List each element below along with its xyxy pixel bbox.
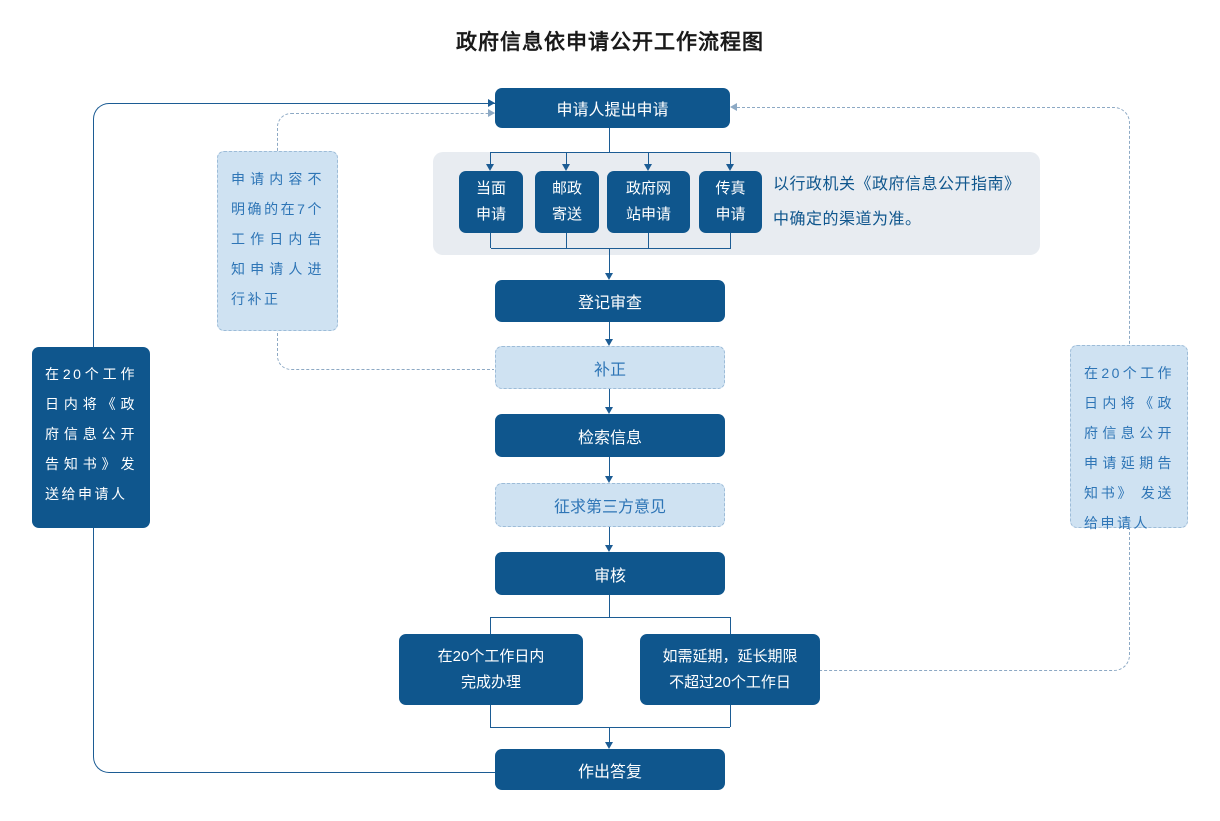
arrowhead-register xyxy=(605,273,613,280)
connector-register-supplement xyxy=(609,322,610,340)
connector-to-channel-4 xyxy=(730,152,731,165)
node-apply: 申请人提出申请 xyxy=(495,88,730,128)
note-supplement-notice: 申请内容不明确的在7个工作日内告知申请人进行补正 xyxy=(217,151,338,331)
connector-channels-branch xyxy=(491,152,731,153)
channel-note-line1: 以行政机关《政府信息公开指南》 xyxy=(773,176,1021,193)
connector-channel-2-down xyxy=(566,233,567,248)
connector-to-reply xyxy=(609,727,610,742)
connector-deadline-down xyxy=(490,705,491,727)
channel-inperson-line1: 当面 xyxy=(475,180,506,197)
node-supplement: 补正 xyxy=(495,346,725,389)
connector-review-branch xyxy=(490,617,730,618)
connector-channel-3-down xyxy=(648,233,649,248)
arrowhead-supplement xyxy=(605,339,613,346)
node-channel-inperson: 当面 申请 xyxy=(459,171,523,233)
connector-to-channel-2 xyxy=(566,152,567,165)
node-supplement-label: 补正 xyxy=(593,361,626,379)
connector-channel-4-down xyxy=(730,233,731,248)
node-deadline-line1: 在20个工作日内 xyxy=(437,647,545,665)
arrowhead-dashed-into-apply xyxy=(488,109,495,117)
connector-apply-down xyxy=(609,128,610,152)
channel-note: 以行政机关《政府信息公开指南》 中确定的渠道为准。 xyxy=(773,167,1041,237)
channel-website-line2: 站申请 xyxy=(625,206,671,223)
node-deadline-line2: 完成办理 xyxy=(460,673,521,691)
connector-supplement-search xyxy=(609,389,610,408)
node-apply-label: 申请人提出申请 xyxy=(556,102,669,119)
arrowhead-channel-2 xyxy=(562,164,570,171)
connector-thirdparty-review xyxy=(609,527,610,546)
node-channel-fax: 传真 申请 xyxy=(699,171,762,233)
note-reply-notice-text: 在20个工作日内将《政府信息公开告知书》发送给申请人 xyxy=(45,366,137,502)
arrowhead-channel-3 xyxy=(644,164,652,171)
note-extension-notice-text: 在20个工作日内将《政府信息公开申请延期告知书》 发送给申请人 xyxy=(1084,365,1174,531)
node-search: 检索信息 xyxy=(495,414,725,457)
connector-channels-merge xyxy=(491,248,731,249)
node-deadline: 在20个工作日内 完成办理 xyxy=(399,634,583,705)
arrowhead-into-apply xyxy=(488,99,495,107)
node-thirdparty-label: 征求第三方意见 xyxy=(553,499,666,516)
node-reply-label: 作出答复 xyxy=(577,763,642,781)
node-search-label: 检索信息 xyxy=(577,429,642,447)
channel-mail-line2: 寄送 xyxy=(551,206,582,223)
channel-fax-line2: 申请 xyxy=(715,206,746,223)
connector-review-down xyxy=(609,595,610,617)
note-supplement-notice-text: 申请内容不明确的在7个工作日内告知申请人进行补正 xyxy=(231,171,324,307)
connector-extension-loop-top xyxy=(737,107,1130,408)
connector-to-deadline xyxy=(490,617,491,634)
connector-search-thirdparty xyxy=(609,457,610,477)
channel-fax-line1: 传真 xyxy=(715,180,746,197)
channel-website-line1: 政府网 xyxy=(625,180,671,197)
note-extension-notice: 在20个工作日内将《政府信息公开申请延期告知书》 发送给申请人 xyxy=(1070,345,1188,531)
connector-extension-down xyxy=(730,705,731,727)
connector-reply-merge xyxy=(490,727,730,728)
connector-to-channel-3 xyxy=(648,152,649,165)
connector-supplementnote-to-supplement xyxy=(277,330,494,370)
node-channel-website: 政府网 站申请 xyxy=(607,171,690,233)
channel-note-line2: 中确定的渠道为准。 xyxy=(773,211,922,228)
node-channel-mail: 邮政 寄送 xyxy=(535,171,599,233)
connector-to-register xyxy=(609,248,610,274)
node-register-label: 登记审查 xyxy=(577,295,642,312)
connector-supplementnote-to-apply xyxy=(277,113,496,152)
connector-extension-loop-bottom xyxy=(820,407,1130,671)
note-reply-notice: 在20个工作日内将《政府信息公开告知书》发送给申请人 xyxy=(32,347,150,528)
connector-to-channel-1 xyxy=(490,152,491,165)
arrowhead-thirdparty xyxy=(605,476,613,483)
channel-inperson-line2: 申请 xyxy=(475,206,506,223)
node-thirdparty: 征求第三方意见 xyxy=(495,483,725,527)
connector-channel-1-down xyxy=(490,233,491,248)
connector-to-extension xyxy=(730,617,731,634)
node-register: 登记审查 xyxy=(495,280,725,322)
arrowhead-review xyxy=(605,545,613,552)
arrowhead-search xyxy=(605,407,613,414)
node-extension: 如需延期，延长期限 不超过20个工作日 xyxy=(640,634,820,705)
arrowhead-reply xyxy=(605,742,613,749)
channel-mail-line1: 邮政 xyxy=(551,180,582,197)
arrowhead-dashed-into-apply-right xyxy=(730,103,737,111)
node-review: 审核 xyxy=(495,552,725,595)
node-extension-line2: 不超过20个工作日 xyxy=(669,673,791,691)
arrowhead-channel-4 xyxy=(726,164,734,171)
node-reply: 作出答复 xyxy=(495,749,725,790)
node-review-label: 审核 xyxy=(593,567,626,585)
node-extension-line1: 如需延期，延长期限 xyxy=(662,647,798,665)
page-title: 政府信息依申请公开工作流程图 xyxy=(456,31,764,54)
arrowhead-channel-1 xyxy=(486,164,494,171)
